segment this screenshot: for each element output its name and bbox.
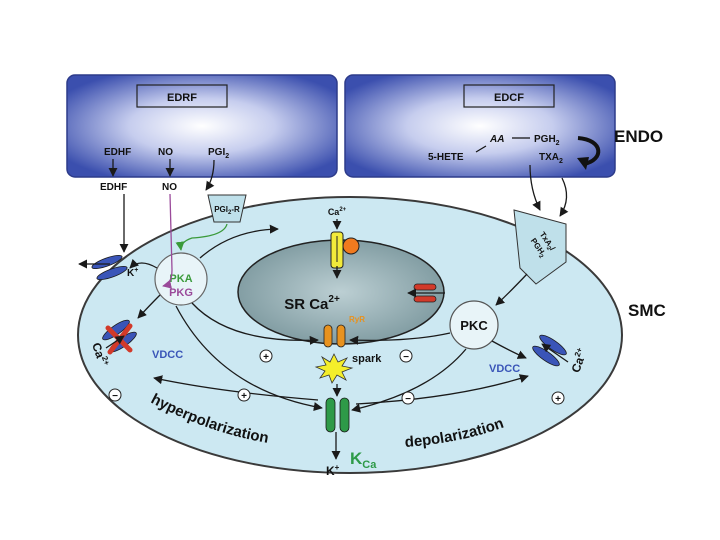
plus-text: + <box>263 352 269 363</box>
plus-sign-pka-ryr <box>259 349 273 363</box>
ligand-ball-icon <box>342 237 360 255</box>
ca-right-label: Ca2+ <box>568 346 591 374</box>
minus-sign-left-ca <box>108 388 122 402</box>
minus-text: − <box>405 394 411 405</box>
kca-channel-right <box>339 397 350 433</box>
edhf-label: EDHF <box>100 182 127 193</box>
pka-to-k-channel-arrow <box>129 258 158 269</box>
pka-to-sr-arrow <box>199 224 279 259</box>
ca-top-label: Ca2+ <box>328 207 347 217</box>
vdcc-left-upper <box>102 319 130 341</box>
pgh2-label: PGH2 <box>534 134 560 147</box>
txa2-to-receptor-arrow <box>559 177 569 217</box>
pka-pkg-circle <box>154 252 208 306</box>
no-source-label: NO <box>158 147 173 158</box>
pgh2-to-txa2-curved-arrow <box>577 136 601 166</box>
edrf-box <box>136 84 228 108</box>
depolarization-arrow <box>355 374 529 405</box>
endothelium-left-box: EDRF EDHF NO PGI2 <box>66 74 338 178</box>
curved-arrowhead-icon <box>577 157 589 170</box>
ca-right-label-group: Ca2+ <box>568 346 591 374</box>
smc-label: SMC <box>628 301 666 320</box>
edcf-label: EDCF <box>494 92 524 104</box>
kca-channel-left <box>325 397 336 433</box>
pgi2-source-label: PGI2 <box>208 147 229 160</box>
plus-sign-right-ca <box>551 391 565 405</box>
spark-label: spark <box>352 353 382 365</box>
receptor-to-pkc-arrow <box>495 273 528 306</box>
ca-left-label: Ca2+ <box>89 340 112 368</box>
minus-sign-pkc-ryr <box>399 349 413 363</box>
pkc-to-ryr-arrow <box>349 332 451 345</box>
k-channel-left-lower <box>96 265 128 281</box>
plus-sign-pka-kca <box>237 388 251 402</box>
pgi2-receptor <box>207 194 247 223</box>
pgi2-r-label: PGI2-R <box>214 205 240 216</box>
pkc-to-vdcc-arrow <box>491 340 527 359</box>
pka-to-vdcc-arrow <box>137 294 161 319</box>
pkc-to-kca-arrow <box>351 348 467 413</box>
txa2-pgh2-receptor <box>513 209 567 285</box>
hyperpolarization-arrow <box>153 375 319 401</box>
k-channel-left-upper <box>91 254 123 270</box>
edhf-source-label: EDHF <box>104 147 131 158</box>
aa-label: AA <box>489 134 504 145</box>
plus-text: + <box>241 391 247 402</box>
sr-ca-label: SR Ca2+ <box>284 294 340 313</box>
no-to-pkg-arrow <box>162 193 173 289</box>
minus-sign-pkc-kca <box>401 391 415 405</box>
minus-text: − <box>112 391 118 402</box>
serca-pump-top <box>413 283 437 291</box>
no-label: NO <box>162 182 177 193</box>
plus-text: + <box>555 394 561 405</box>
pkg-label: PKG <box>169 287 193 299</box>
ryr-label: RyR <box>349 315 365 324</box>
endothelium-right-box: EDCF AA PGH2 5-HETE TXA2 <box>344 74 616 178</box>
pgi2-to-receptor-arrow <box>205 159 215 191</box>
pgh2-to-receptor-arrow <box>529 164 541 211</box>
vdcc-left-label: VDCC <box>152 349 183 361</box>
ca-left-label-group: Ca2+ <box>89 340 112 368</box>
k-left-label: K+ <box>127 267 138 279</box>
ryr-channel-left <box>323 324 333 348</box>
ca-influx-right-arrow <box>541 343 569 363</box>
vdcc-right-label: VDCC <box>489 363 520 375</box>
pka-label: PKA <box>169 273 192 285</box>
pka-to-kca-arrow <box>175 305 323 412</box>
kca-label: KCa <box>350 449 377 471</box>
k-bottom-label: K+ <box>326 463 340 478</box>
calcium-spark-icon <box>314 353 354 384</box>
pkc-label: PKC <box>460 318 488 333</box>
5-hete-label: 5-HETE <box>428 152 464 163</box>
receptor-to-pka-arrow <box>175 223 228 251</box>
txa2-source-label: TXA2 <box>539 152 563 165</box>
pka-to-ryr-arrow <box>191 302 319 345</box>
minus-text: − <box>403 352 409 363</box>
pkc-circle <box>449 300 499 350</box>
ca-influx-left-arrow <box>105 335 125 349</box>
serca-pump-bottom <box>413 295 437 303</box>
edcf-box <box>463 84 555 108</box>
endo-label: ENDO <box>614 127 663 146</box>
edrf-label: EDRF <box>167 92 197 104</box>
ryr-channel-right <box>336 324 346 348</box>
sign-markers: + + − − − + <box>108 349 565 405</box>
aa-hete-line <box>475 145 487 153</box>
